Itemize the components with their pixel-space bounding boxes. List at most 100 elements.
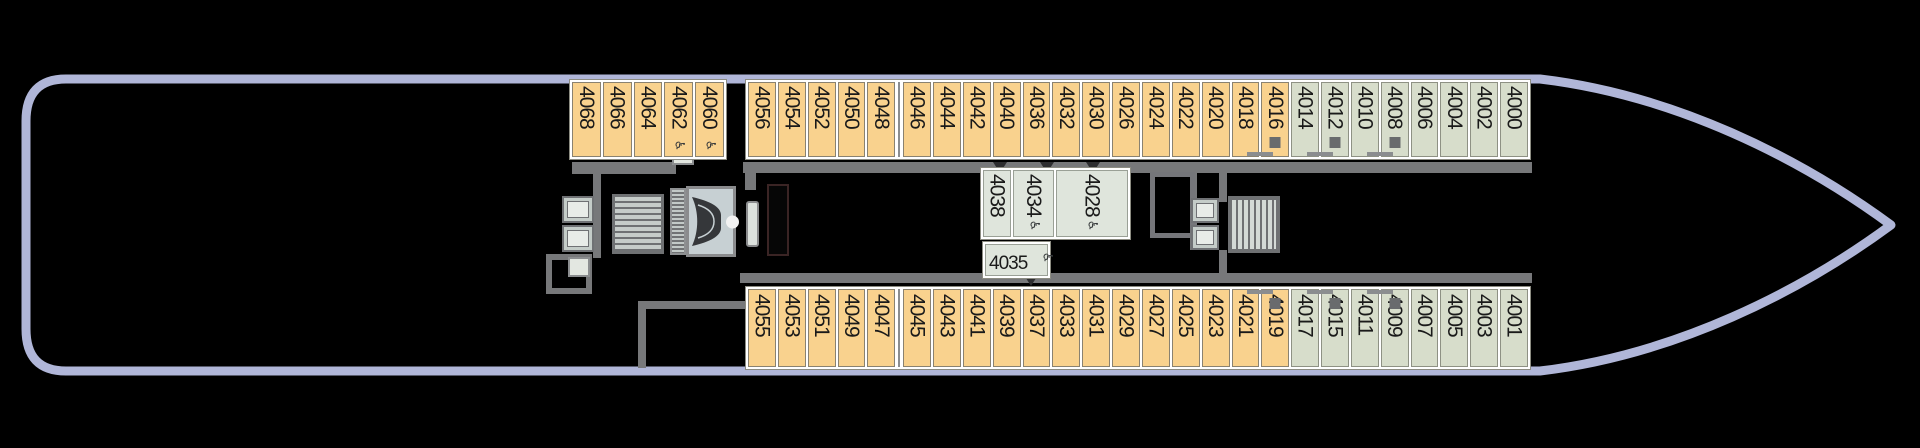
cabin-4003[interactable]: 4003 [1470, 289, 1499, 367]
cabin-4054[interactable]: 4054 [777, 82, 806, 157]
staircase-notch [726, 215, 739, 228]
cabin-4053[interactable]: 4053 [777, 289, 806, 367]
cabin-4020[interactable]: 4020 [1201, 82, 1230, 157]
cabin-4006[interactable]: 4006 [1410, 82, 1439, 157]
cabin-number: 4041 [965, 294, 989, 337]
cabin-4036[interactable]: 4036 [1022, 82, 1051, 157]
cabin-number: 4011 [1353, 294, 1377, 336]
cabin-4047[interactable]: 4047 [867, 289, 896, 367]
cabin-4016[interactable]: 4016 [1247, 82, 1290, 157]
cabin-4001[interactable]: 4001 [1500, 289, 1528, 367]
cabin-4030[interactable]: 4030 [1082, 82, 1111, 157]
connecting-rooms-mark [1247, 152, 1274, 156]
cabin-4038[interactable]: 4038 [983, 170, 1011, 237]
cabin-4028[interactable]: 4028♿ [1056, 170, 1128, 237]
cabin-number: 4043 [935, 294, 959, 337]
cabin-4034[interactable]: 4034♿ [1013, 170, 1054, 237]
cabin-number: 4068 [574, 86, 598, 129]
cabin-4021[interactable]: 4021 [1231, 289, 1260, 367]
cabin-4008[interactable]: 4008 [1366, 82, 1409, 157]
cabin-number: 4005 [1442, 294, 1466, 337]
cabin-4026[interactable]: 4026 [1112, 82, 1140, 157]
cabin-number: 4019 [1263, 294, 1287, 337]
connecting-rooms-mark [1307, 290, 1334, 294]
cabin-4024[interactable]: 4024 [1141, 82, 1170, 157]
cabin-4048[interactable]: 4048 [867, 82, 896, 157]
cabin-4011[interactable]: 4011 [1350, 289, 1379, 367]
cabin-4042[interactable]: 4042 [962, 82, 991, 157]
cabin-number: 4001 [1502, 294, 1526, 337]
cabin-number: 4037 [1025, 294, 1049, 337]
cabin-4010[interactable]: 4010 [1350, 82, 1379, 157]
cabin-4025[interactable]: 4025 [1171, 289, 1200, 367]
cabin-number: 4035 [989, 253, 1028, 274]
cabin-4035[interactable]: 4035♿ [985, 244, 1055, 276]
cabin-number: 4032 [1054, 86, 1078, 129]
cabin-4029[interactable]: 4029 [1112, 289, 1140, 367]
cabin-number: 4025 [1174, 294, 1198, 337]
cabin-number: 4030 [1084, 86, 1108, 129]
cabin-4000[interactable]: 4000 [1500, 82, 1528, 157]
cabin-4041[interactable]: 4041 [962, 289, 991, 367]
cabin-number: 4044 [935, 86, 959, 129]
cabin-4050[interactable]: 4050 [837, 82, 866, 157]
cabin-number: 4012 [1323, 86, 1347, 129]
cabin-4014[interactable]: 4014 [1291, 82, 1320, 157]
cabin-4040[interactable]: 4040 [992, 82, 1021, 157]
cabin-4064[interactable]: 4064 [633, 82, 663, 157]
cabin-number: 4023 [1204, 294, 1228, 337]
cabin-4062[interactable]: 4062♿ [664, 82, 694, 157]
cabin-4027[interactable]: 4027 [1141, 289, 1170, 367]
cabin-number: 4007 [1412, 294, 1436, 337]
cabin-row-midship-single: 4035♿ [982, 241, 1055, 279]
cabin-4037[interactable]: 4037 [1022, 289, 1051, 367]
cabin-4004[interactable]: 4004 [1440, 82, 1469, 157]
cabin-4049[interactable]: 4049 [837, 289, 866, 367]
cabin-4022[interactable]: 4022 [1171, 82, 1200, 157]
cabin-4007[interactable]: 4007 [1410, 289, 1439, 367]
cabin-4044[interactable]: 4044 [933, 82, 961, 157]
cabin-4019[interactable]: 4019 [1247, 289, 1290, 367]
cabin-4046[interactable]: 4046 [903, 82, 932, 157]
cabin-4002[interactable]: 4002 [1470, 82, 1499, 157]
wheelchair-icon: ♿ [702, 139, 718, 152]
cabin-4018[interactable]: 4018 [1231, 82, 1260, 157]
cabin-number: 4051 [810, 294, 834, 337]
cabin-4060[interactable]: 4060♿ [695, 82, 724, 157]
extra-berth-square-icon [1329, 137, 1341, 148]
cabin-4043[interactable]: 4043 [933, 289, 961, 367]
cabin-4015[interactable]: 4015 [1307, 289, 1349, 367]
cabin-4005[interactable]: 4005 [1440, 289, 1469, 367]
cabin-4045[interactable]: 4045 [903, 289, 932, 367]
cabin-number: 4029 [1114, 294, 1138, 337]
cabin-4055[interactable]: 4055 [748, 289, 776, 367]
cabin-number: 4024 [1144, 86, 1168, 129]
service-box [568, 257, 590, 277]
extra-berth-square-icon [1269, 137, 1281, 148]
cabin-4052[interactable]: 4052 [807, 82, 836, 157]
wall-gap-stub [745, 162, 756, 190]
cabin-number: 4048 [869, 86, 893, 129]
cabin-number: 4004 [1442, 86, 1466, 129]
cabin-4012[interactable]: 4012 [1307, 82, 1349, 157]
cabin-number: 4046 [905, 86, 929, 129]
cabin-4051[interactable]: 4051 [807, 289, 836, 367]
cabin-4009[interactable]: 4009 [1366, 289, 1409, 367]
cabin-4056[interactable]: 4056 [748, 82, 776, 157]
cabin-4017[interactable]: 4017 [1291, 289, 1320, 367]
cabin-number: 4000 [1502, 86, 1526, 129]
corridor-wall-top-aft [572, 162, 676, 174]
elevator-car [1196, 230, 1214, 245]
cabin-4068[interactable]: 4068 [572, 82, 601, 157]
cabin-number: 4040 [995, 86, 1019, 129]
cabin-number: 4066 [605, 86, 629, 129]
cabin-4039[interactable]: 4039 [992, 289, 1021, 367]
cabin-4031[interactable]: 4031 [1082, 289, 1111, 367]
cabin-4023[interactable]: 4023 [1201, 289, 1230, 367]
cabin-4033[interactable]: 4033 [1052, 289, 1081, 367]
cabin-4032[interactable]: 4032 [1052, 82, 1081, 157]
wall-stair-stub-lower [1219, 250, 1227, 280]
cabin-4066[interactable]: 4066 [602, 82, 632, 157]
grand-staircase-room [686, 186, 739, 257]
